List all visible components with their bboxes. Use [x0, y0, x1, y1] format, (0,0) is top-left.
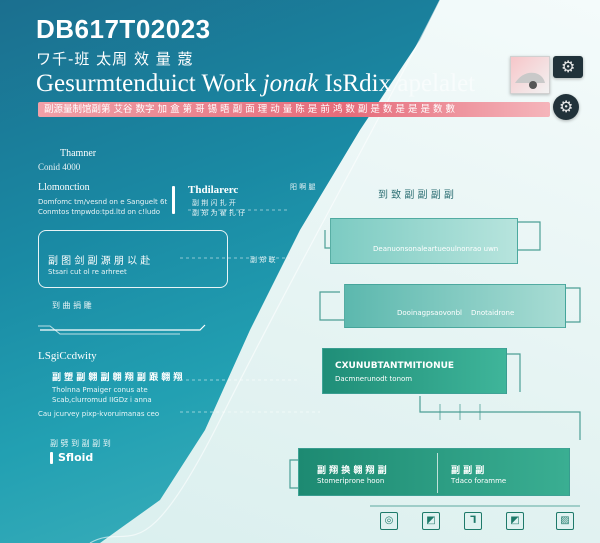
thumbnail-image[interactable] [510, 56, 550, 94]
headline-italic: jonak [262, 70, 319, 97]
sec3-line-1: Tholnna Pmaiger conus ate [52, 386, 148, 394]
section-line-2: Conmtos tmpwdo:tpd.ltd on c!ludo [38, 208, 161, 216]
icon-3[interactable]: ⅂ [464, 512, 482, 530]
settings-thumb[interactable]: ⚙ [553, 56, 583, 78]
box-line-1: 副 图 剑 副 源 朋 以 赴 [48, 256, 151, 267]
headline-main: Gesurmtenduict Work [36, 70, 257, 97]
dial-icon: ⚙ [559, 97, 574, 116]
info-label: Thdilarerc [188, 184, 239, 196]
sec3-line-3: Cau jcurvey pixp-kvoruimanas ceo [38, 410, 160, 418]
panel-3-title: CXUNUBTANTMITIONUE [335, 361, 455, 371]
panel-2-right: Dnotaidrone [471, 309, 515, 317]
panel-1-text: Deanuonsonaleartueoulnonrao uwn [373, 245, 499, 253]
highlight-box[interactable] [38, 230, 228, 288]
icon-2[interactable]: ◩ [422, 512, 440, 530]
section-line-1: Domfomc tm/vesnd on e Sanguelt 6t [38, 198, 168, 206]
sec4-bold: Sfloid [58, 451, 94, 464]
headline: Gesurmtenduict Work jonak IsRdix apelale… [36, 70, 475, 98]
panel-4[interactable]: 副 翔 换 翱 翔 副 Stomeriprone hoon 副 副 副 Tdac… [298, 448, 570, 496]
sec3-line-2: Scab,clurromud IIGDz i anna [52, 396, 152, 404]
info-right: 阳 啊 腿 [290, 183, 316, 191]
right-top-label: 到 致 副 副 副 副 [378, 190, 454, 201]
icon-4[interactable]: ◩ [506, 512, 524, 530]
info-desc-1: 副 荆 闪 扎 开 [192, 199, 236, 207]
panel-3-sub: Dacmnerunodt tonom [335, 375, 413, 383]
panel-3[interactable]: CXUNUBTANTMITIONUE Dacmnerunodt tonom [322, 348, 507, 394]
icon-5[interactable]: ▨ [556, 512, 574, 530]
page-title: DB617T02023 [36, 14, 211, 44]
sec3-bold: 副 塑 副 翱 副 翱 翔 副 跟 翱 翔 [52, 373, 183, 383]
accent-bar-2 [50, 452, 53, 464]
info-desc-2: 副 郑 为 翟 扎 仔 [192, 209, 246, 217]
panel-2-left: Dooinagpsaovonbl [397, 309, 462, 317]
sec2-label: 到 曲 捐 雕 [52, 301, 92, 310]
block1-title: Thamner [60, 148, 97, 159]
header-band: 副源量制馆副第 艾谷 数字 加 盒 第 哥 锡 晤 副 面 理 动 量 陈 是 … [38, 102, 550, 117]
sec3-heading: LSgiCcdwity [38, 350, 97, 362]
car-icon [515, 72, 545, 89]
box-line-2: Stsari cut ol re arhreet [48, 268, 127, 276]
box-right-text: 副 郑 联 [250, 256, 276, 264]
dial-thumb[interactable]: ⚙ [553, 94, 579, 120]
page-subtitle: ワ千-班 太周 效 量 蔻 [36, 50, 194, 68]
panel-4-left-sub: Stomeriprone hoon [317, 477, 385, 485]
panel-2[interactable]: Dooinagpsaovonbl Dnotaidrone [344, 284, 566, 328]
gear-icon: ⚙ [561, 57, 576, 76]
panel-4-left-title: 副 翔 换 翱 翔 副 [317, 466, 387, 476]
panel-4-right-title: 副 副 副 [451, 466, 485, 476]
block1-sub: Conid 4000 [38, 162, 81, 172]
accent-bar [172, 186, 175, 214]
bottom-icon-row: ◎ ◩ ⅂ ◩ ▨ [380, 512, 590, 532]
panel-4-divider [437, 453, 438, 493]
headline-faded: apelalet [397, 70, 476, 97]
section-heading: Llomonction [38, 182, 90, 193]
panel-1[interactable]: Deanuonsonaleartueoulnonrao uwn [330, 218, 518, 264]
headline-after: IsRdix [324, 70, 392, 97]
panel-4-right-sub: Tdaco foramme [451, 477, 507, 485]
icon-1[interactable]: ◎ [380, 512, 398, 530]
sec4-label: 副 劈 到 副 副 到 [50, 439, 111, 448]
